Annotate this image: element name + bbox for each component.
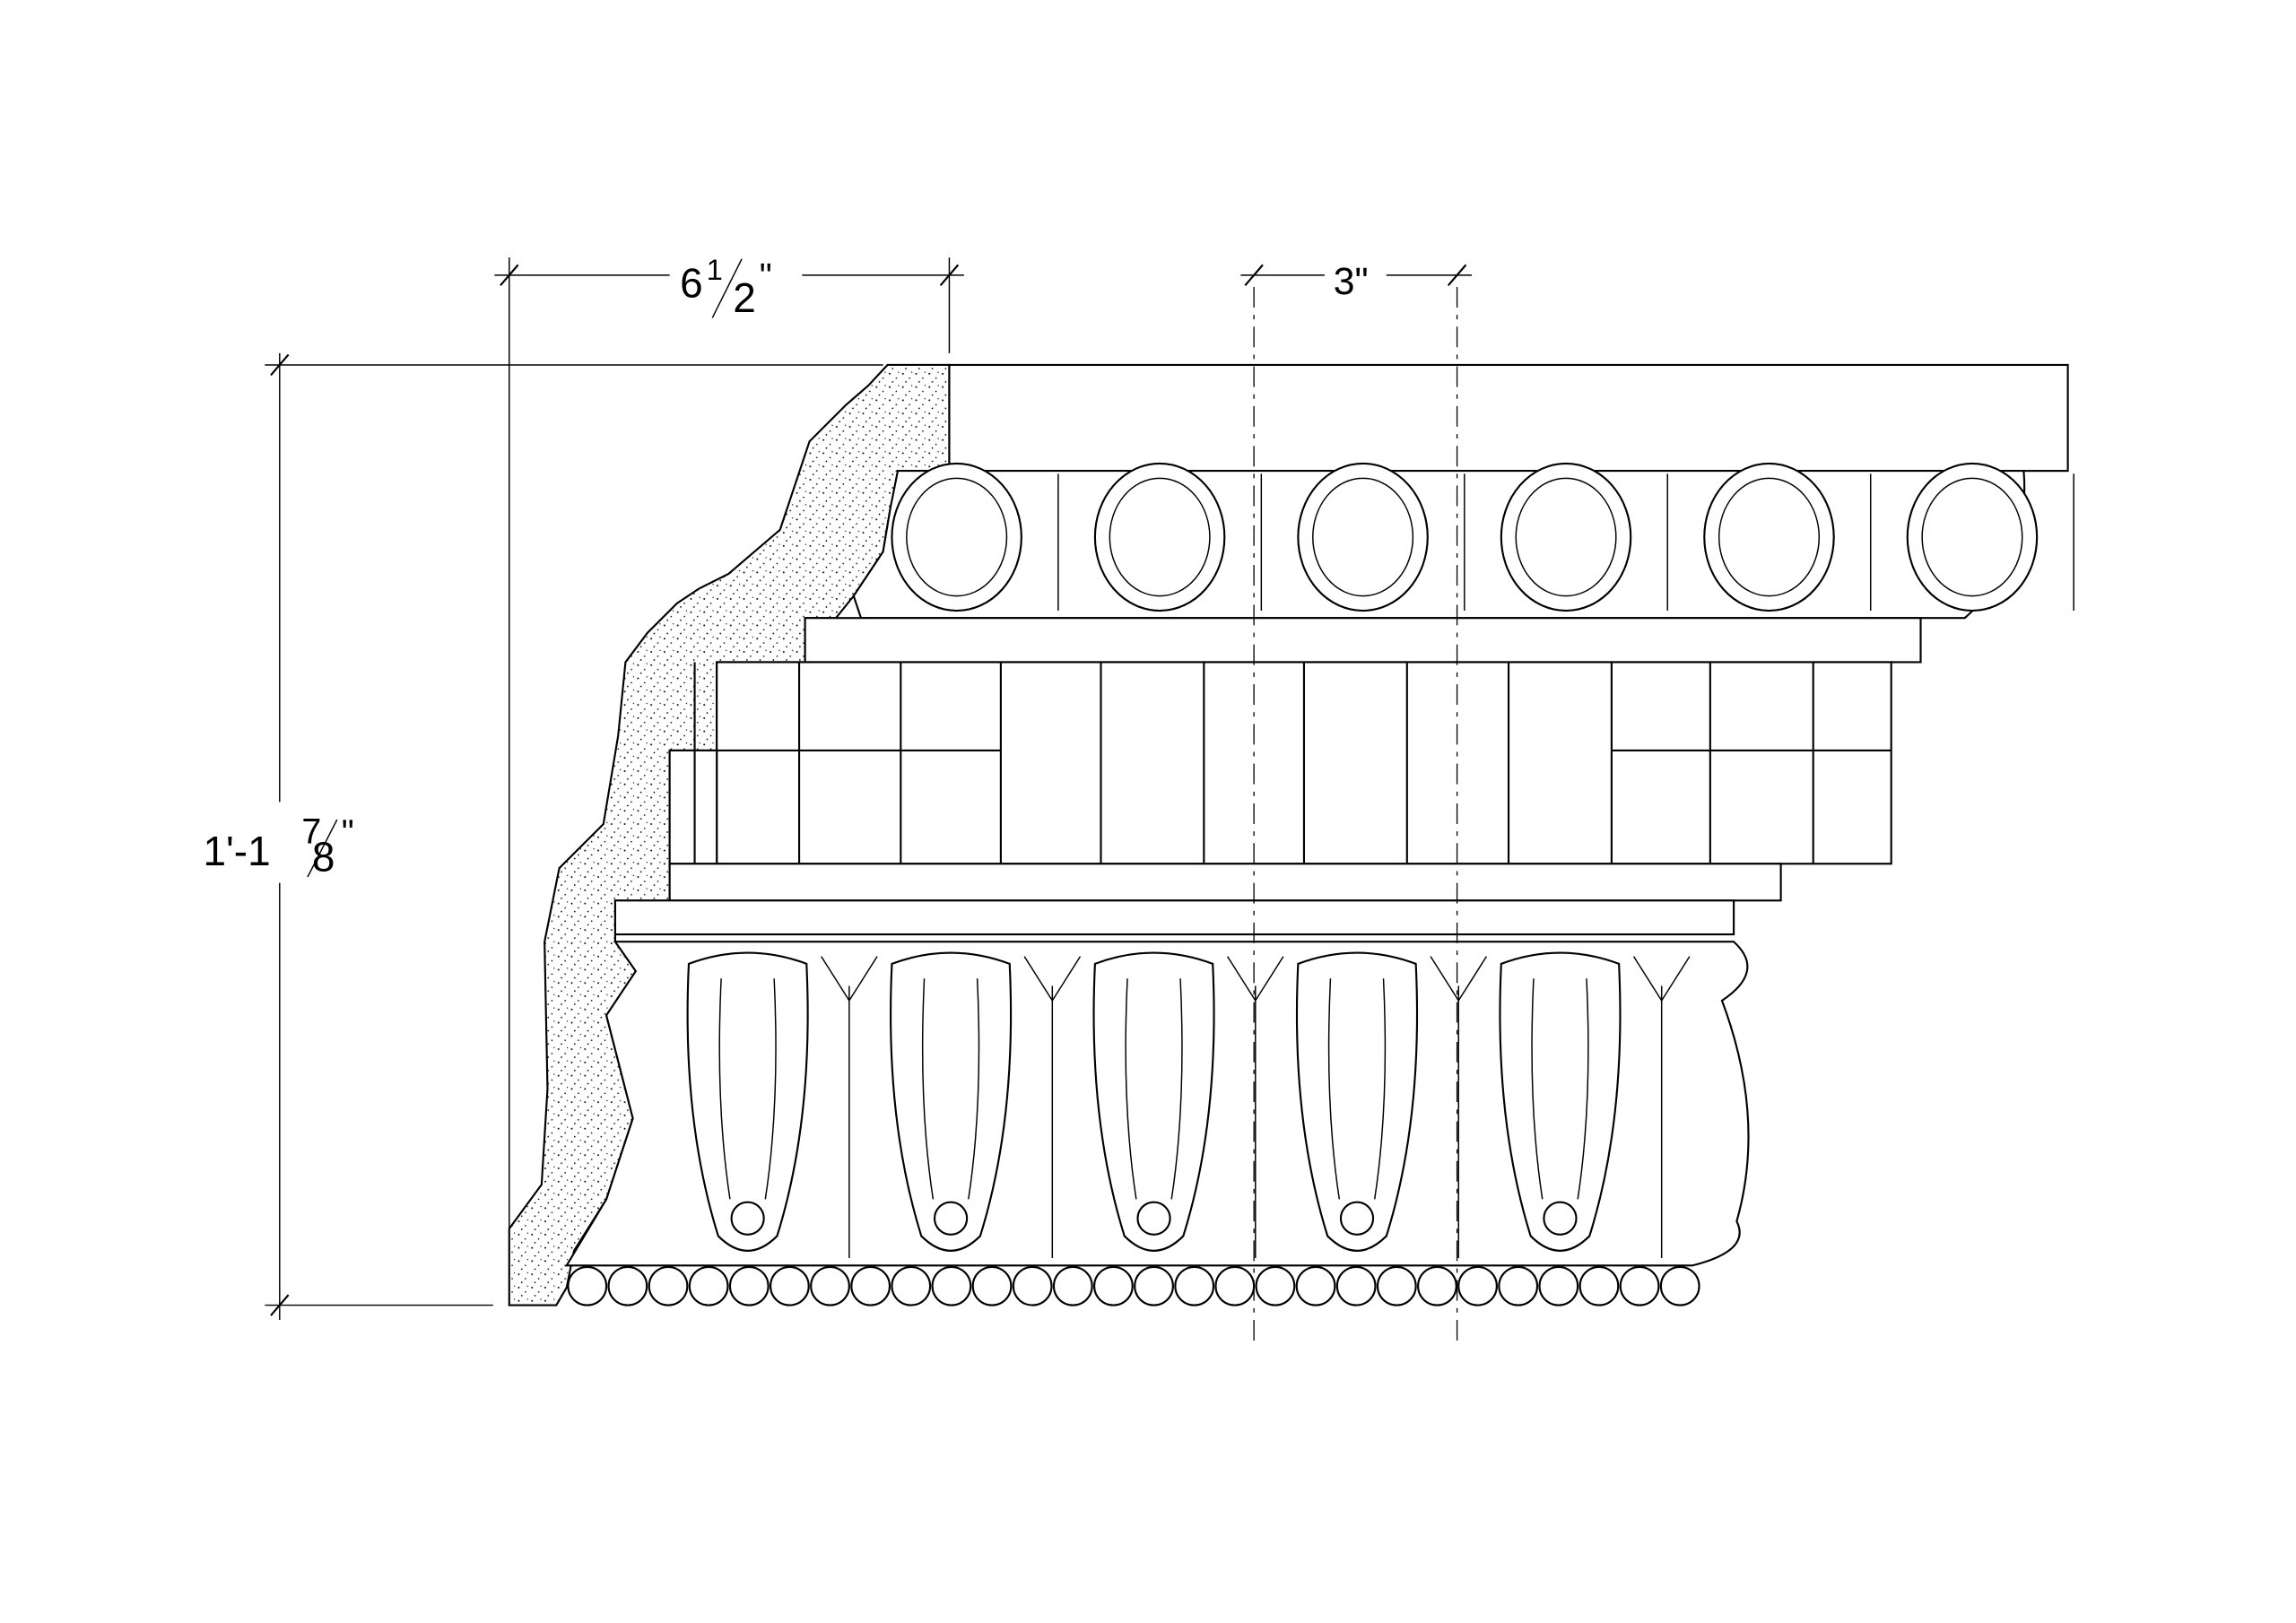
egg [1500, 462, 1632, 612]
bead [688, 1265, 729, 1306]
height-denominator: 8 [312, 833, 335, 880]
projection-unit: " [760, 257, 772, 297]
leaf-vein [1531, 978, 1589, 1200]
corona-slab [948, 363, 2069, 473]
projection-numerator: 1 [707, 253, 723, 286]
repeat-dimension: 3" [1240, 260, 1473, 303]
bead [1619, 1265, 1660, 1306]
repeat-label: 3" [1334, 260, 1369, 303]
bead [1417, 1265, 1457, 1306]
bead [1376, 1265, 1417, 1306]
leaf-vein [718, 978, 777, 1200]
leaf [686, 951, 809, 1252]
bead [931, 1265, 972, 1306]
bead [648, 1265, 689, 1306]
bead [1255, 1265, 1296, 1306]
bead [567, 1265, 608, 1306]
egg-inner [1515, 477, 1617, 597]
height-prefix: 1'-1 [203, 828, 270, 874]
egg [1703, 462, 1835, 612]
leaf-vein [921, 978, 980, 1200]
leaf-drop [1543, 1201, 1578, 1236]
bead [1457, 1265, 1498, 1306]
fillet-middle [668, 863, 1782, 902]
bead [728, 1265, 770, 1306]
bead [1659, 1265, 1700, 1306]
leaf-drop [933, 1201, 969, 1236]
height-numerator: 7 [301, 812, 321, 851]
bead [850, 1265, 891, 1306]
projection-dimension: 6 1 2 " [494, 253, 964, 1306]
leaf-drop [1339, 1201, 1375, 1236]
height-dimension: 1'-1 7 8 " [203, 352, 883, 1320]
egg-inner [1312, 477, 1414, 597]
bead [891, 1265, 932, 1306]
leaf [1295, 951, 1419, 1252]
egg-inner [1109, 477, 1211, 597]
leaf [1499, 951, 1622, 1252]
section-profile [508, 363, 951, 1306]
leaf [890, 951, 1013, 1252]
fillet-lower [613, 899, 1735, 936]
egg [1093, 462, 1226, 612]
projection-denominator: 2 [733, 274, 756, 321]
leaf-drop [1136, 1201, 1171, 1236]
bead [810, 1265, 850, 1306]
egg [1297, 462, 1429, 612]
egg-and-dart-band [852, 470, 2026, 620]
egg-inner [1718, 477, 1821, 597]
leaf-vein [1327, 978, 1387, 1200]
egg-inner [1921, 477, 2023, 597]
bead [1498, 1265, 1539, 1306]
bead [607, 1265, 648, 1306]
bead [1538, 1265, 1579, 1306]
bead [1295, 1265, 1336, 1306]
bead [1134, 1265, 1174, 1306]
egg [891, 462, 1022, 612]
leaf-vein [1125, 978, 1183, 1200]
bead [1174, 1265, 1215, 1306]
height-unit: " [342, 813, 354, 853]
bead [1012, 1265, 1053, 1306]
bead [1052, 1265, 1093, 1306]
bead [1335, 1265, 1377, 1306]
leaf-drop [730, 1201, 765, 1236]
projection-whole: 6 [680, 259, 703, 306]
egg [1906, 462, 2039, 612]
egg-inner [906, 477, 1008, 597]
bead [1578, 1265, 1620, 1306]
bead [971, 1265, 1013, 1306]
fillet-upper [804, 617, 1922, 664]
dentil-step [668, 749, 718, 865]
bead [1093, 1265, 1134, 1306]
bead [1214, 1265, 1256, 1306]
bead [769, 1265, 810, 1306]
leaf [1092, 951, 1215, 1252]
